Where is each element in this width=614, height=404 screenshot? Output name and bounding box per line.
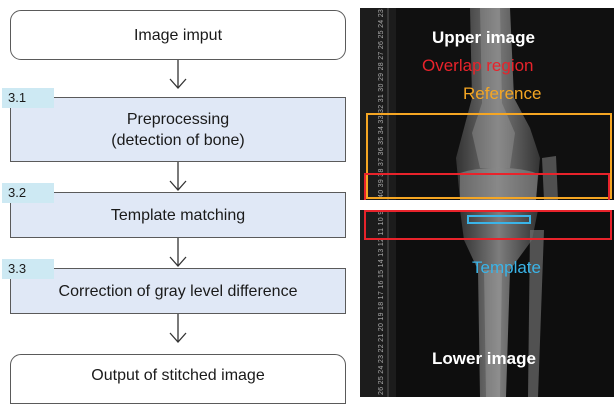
overlap-region-label: Overlap region — [422, 56, 534, 76]
arrow-down-icon — [164, 162, 192, 192]
template-box — [467, 215, 531, 224]
step-template-matching: Template matching — [10, 192, 346, 238]
step-template-matching-label: Template matching — [111, 205, 245, 226]
step-preprocessing-label: Preprocessing — [127, 109, 229, 130]
overlap-region-box-upper — [364, 173, 610, 200]
arrow-down-icon — [164, 238, 192, 268]
arrow-down-icon — [164, 314, 192, 344]
upper-xray-image: 40 39 38 37 36 35 34 33 32 31 30 29 28 2… — [360, 8, 614, 200]
step-preprocessing-sublabel: (detection of bone) — [111, 130, 244, 151]
step-gray-level-correction-label: Correction of gray level difference — [59, 281, 298, 302]
lower-xray-image: 26 25 24 23 22 21 20 19 18 17 16 15 14 1… — [360, 210, 614, 397]
step-number-3-3: 3.3 — [2, 259, 54, 279]
template-label: Template — [472, 258, 541, 278]
step-output-label: Output of stitched image — [91, 365, 264, 386]
step-preprocessing: Preprocessing (detection of bone) — [10, 97, 346, 162]
lower-image-title: Lower image — [432, 349, 536, 369]
reference-label: Reference — [463, 84, 541, 104]
step-number-3-2: 3.2 — [2, 183, 54, 203]
step-gray-level-correction: Correction of gray level difference — [10, 268, 346, 314]
upper-image-title: Upper image — [432, 28, 535, 48]
step-image-input-label: Image imput — [134, 25, 222, 46]
arrow-down-icon — [164, 60, 192, 90]
step-image-input: Image imput — [10, 10, 346, 60]
step-number-3-1: 3.1 — [2, 88, 54, 108]
